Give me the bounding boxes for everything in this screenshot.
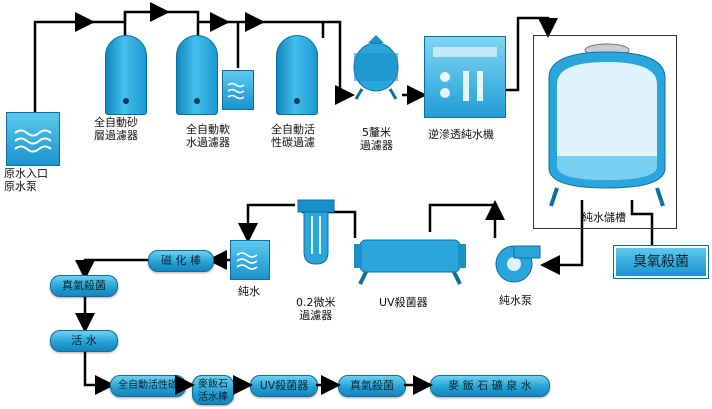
ozone2-pill: 真氣殺菌 — [50, 275, 118, 297]
pump-icon — [495, 245, 541, 283]
raw-water-label: 原水入口 原水泵 — [4, 167, 48, 193]
micron-02-filter — [297, 199, 335, 265]
carbon-filter-tank — [276, 35, 318, 115]
ozone3-pill: 真氣殺菌 — [338, 375, 406, 397]
carbon-filter-label: 全自動活 性碳過濾 — [271, 123, 315, 149]
micron-5-filter — [353, 35, 399, 100]
brine-tank — [222, 70, 254, 110]
sand-filter-label: 全自動砂 層過濾器 — [94, 116, 138, 142]
wave-icon — [227, 82, 245, 100]
storage-tank — [548, 43, 666, 207]
pump-label: 純水泵 — [499, 294, 532, 307]
micron-02-label: 0.2微米 過濾器 — [296, 296, 336, 322]
micron-5-label: 5釐米 過濾器 — [360, 126, 393, 152]
ro-panel-icon — [433, 47, 497, 101]
magnet-rod-pill: 磁 化 棒 — [148, 250, 214, 272]
softener-label: 全自動軟 水過濾器 — [186, 123, 230, 149]
raw-water-tank — [6, 112, 60, 166]
final-product-pill: 麥 飯 石 礦 泉 水 — [430, 375, 550, 397]
softener-tank — [176, 35, 218, 115]
active-water-pill: 活 水 — [50, 330, 118, 352]
sand-filter-tank — [105, 35, 147, 115]
pure-water-tank — [230, 240, 270, 280]
wave-icon — [236, 252, 258, 270]
wave-icon — [14, 129, 52, 153]
storage-frame — [533, 35, 677, 229]
ro-machine — [424, 36, 506, 118]
uv1-label: UV殺菌器 — [379, 296, 428, 309]
storage-label: 純水儲槽 — [582, 211, 626, 224]
activated-carbon-pill: 全自動活性碳 — [110, 375, 186, 397]
ozone-box: 臭氧殺菌 — [613, 245, 709, 279]
uv-sterilizer — [354, 239, 466, 285]
uv2-pill: UV殺菌器 — [250, 375, 318, 397]
ro-label: 逆滲透純水機 — [428, 128, 494, 141]
pure-water-label: 純水 — [238, 285, 260, 298]
maifan-rod-pill: 麥飯石 活水棒 — [192, 375, 234, 405]
